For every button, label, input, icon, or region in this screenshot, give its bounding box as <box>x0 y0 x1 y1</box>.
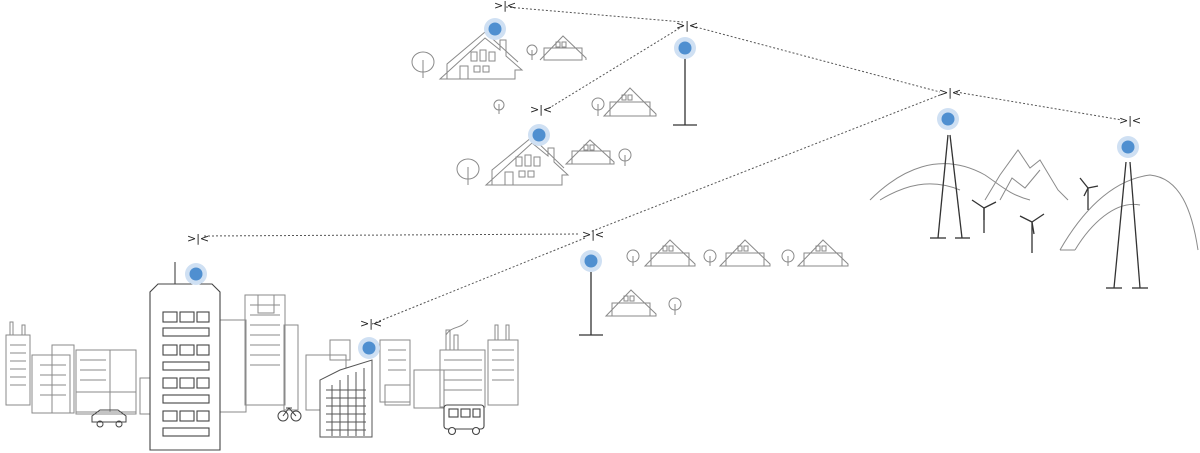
pole-mid <box>579 272 603 336</box>
node-house-mid[interactable]: >|< <box>528 103 552 146</box>
link-house-top-tower-top <box>505 6 684 23</box>
bicycle-icon <box>277 407 302 422</box>
link-building-tower-mid <box>203 233 581 237</box>
link-mountain-left-tower-mid <box>589 94 941 233</box>
antenna-icon: >|< <box>494 0 516 12</box>
link-tower-top-house-mid <box>545 25 684 111</box>
node-tower-mid[interactable]: >|< <box>580 228 604 272</box>
network-links <box>203 6 1123 325</box>
wind-turbines <box>971 177 1099 253</box>
antenna-icon: >|< <box>360 317 382 330</box>
tall-building <box>149 262 221 451</box>
car-icon <box>91 409 127 428</box>
antenna-icon: >|< <box>530 103 552 116</box>
antenna-icon: >|< <box>939 86 961 99</box>
antenna-icon: >|< <box>187 232 209 245</box>
houses-mid-cluster <box>456 87 657 186</box>
mountains-scene <box>869 149 1199 251</box>
node-building-tall[interactable]: >|< <box>185 232 209 285</box>
node-mountain-right[interactable]: >|< <box>1117 114 1141 158</box>
link-tower-mid-city-center <box>371 237 586 325</box>
pole-top <box>673 58 697 126</box>
tower-mountain-left <box>930 134 970 239</box>
node-city-center[interactable]: >|< <box>358 317 382 359</box>
tower-mountain-right <box>1106 161 1148 289</box>
city-scene <box>5 294 519 415</box>
antenna-icon: >|< <box>1119 114 1141 127</box>
link-tower-top-mountain-left <box>691 25 941 93</box>
houses-row-cluster <box>604 239 849 317</box>
houses-top-cluster <box>411 31 587 114</box>
link-mountain-left-mountain-right <box>955 91 1123 121</box>
node-tower-top[interactable]: >|< <box>674 19 698 59</box>
node-mountain-left[interactable]: >|< <box>937 86 961 130</box>
antenna-icon: >|< <box>582 228 604 241</box>
node-house-top[interactable]: >|< <box>484 0 516 40</box>
office-block <box>319 359 373 438</box>
antenna-icon: >|< <box>676 19 698 32</box>
bus-icon <box>443 404 485 436</box>
